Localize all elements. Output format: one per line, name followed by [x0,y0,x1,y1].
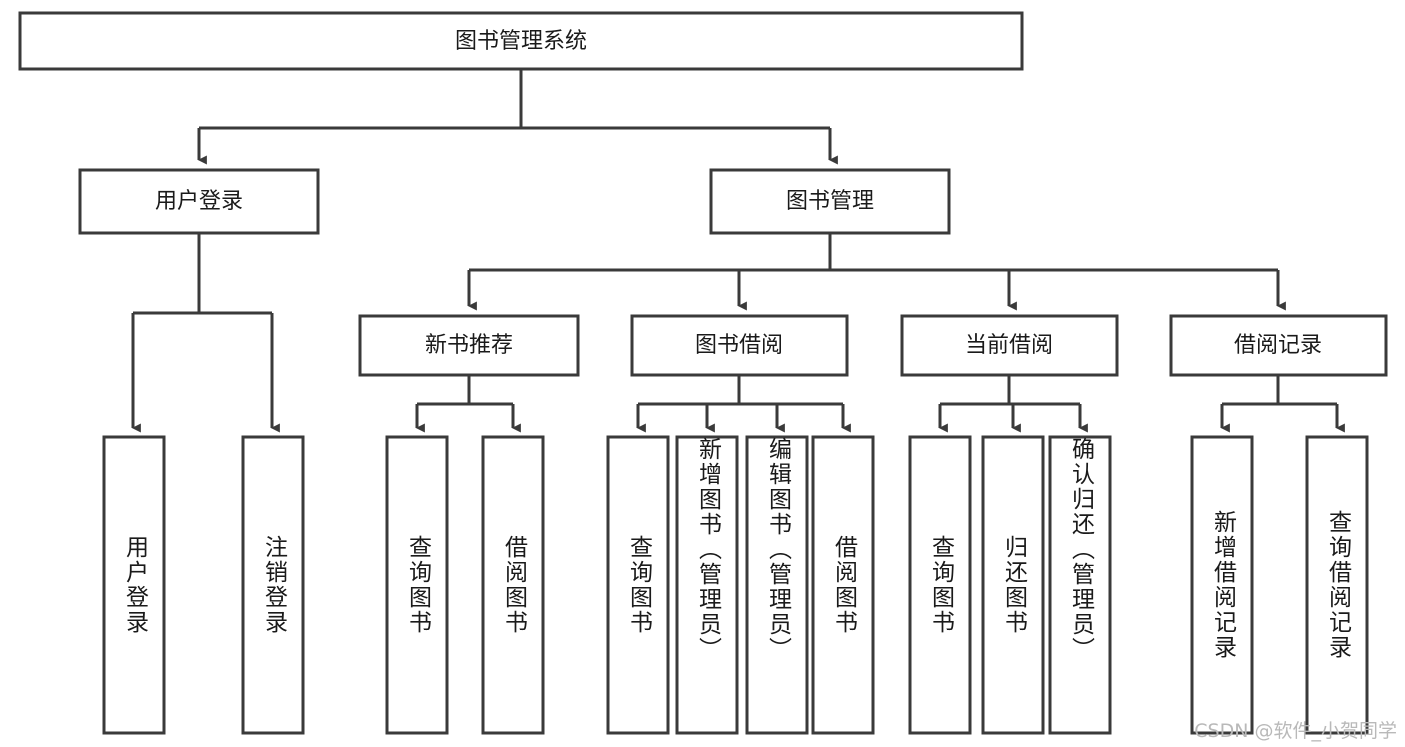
leaf-user-login-box[interactable] [102,435,166,735]
csdn-watermark: CSDN @软件_小贺同学 [1194,720,1397,742]
node-new-book-rec-box[interactable] [358,314,580,377]
node-book-manage-label: 图书管理 [786,189,874,214]
node-book-borrow-box[interactable] [630,314,849,377]
leaf-query-book-2-box[interactable] [606,435,670,735]
node-current-borrow-label: 当前借阅 [965,333,1053,358]
node-root-label: 图书管理系统 [455,29,587,54]
leaf-confirm-return-box[interactable] [1048,435,1112,735]
node-user-login-label: 用户登录 [155,189,243,214]
leaf-query-book-1-box[interactable] [385,435,449,735]
leaf-return-book-box[interactable] [981,435,1045,735]
node-root-box[interactable] [18,11,1024,71]
node-book-borrow[interactable]: 图书借阅 [630,314,849,377]
node-new-book-rec-label: 新书推荐 [425,333,513,358]
node-root[interactable]: 图书管理系统 [18,11,1024,71]
node-borrow-record[interactable]: 借阅记录 [1169,314,1388,377]
leaf-box-group [102,435,1369,735]
connector-group [131,69,1345,433]
leaf-add-book-box[interactable] [675,435,739,735]
leaf-borrow-book-2-box[interactable] [811,435,875,735]
node-current-borrow-box[interactable] [900,314,1119,377]
leaf-logout-box[interactable] [241,435,305,735]
node-user-login-box[interactable] [78,168,320,235]
node-book-manage[interactable]: 图书管理 [709,168,951,235]
node-user-login[interactable]: 用户登录 [78,168,320,235]
node-borrow-record-label: 借阅记录 [1234,333,1322,358]
leaf-edit-book-box[interactable] [745,435,809,735]
leaf-query-book-3-box[interactable] [908,435,972,735]
leaf-add-record-box[interactable] [1190,435,1254,735]
node-new-book-rec[interactable]: 新书推荐 [358,314,580,377]
node-book-borrow-label: 图书借阅 [695,333,783,358]
node-book-manage-box[interactable] [709,168,951,235]
leaf-query-record-box[interactable] [1305,435,1369,735]
node-current-borrow[interactable]: 当前借阅 [900,314,1119,377]
leaf-borrow-book-1-box[interactable] [481,435,545,735]
node-borrow-record-box[interactable] [1169,314,1388,377]
